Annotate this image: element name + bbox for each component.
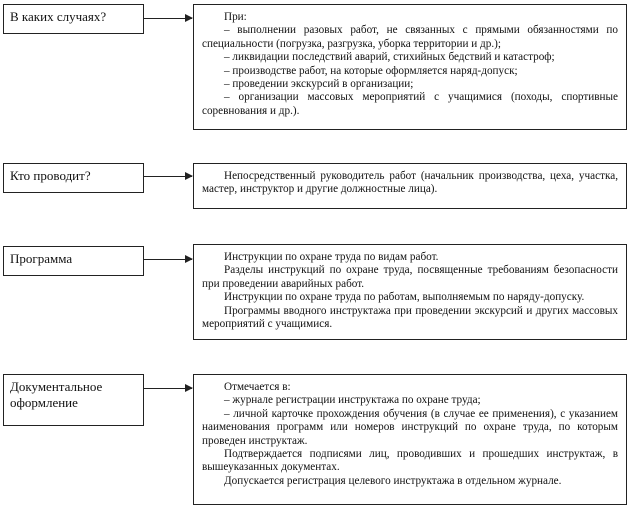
arrow-program (144, 255, 193, 263)
content-line: Разделы инструкций по охране труда, посв… (202, 264, 618, 290)
label-text: Документальное оформление (10, 379, 103, 410)
content-line: – личной карточке прохождения обучения (… (202, 407, 618, 447)
content-line: – организации массовых мероприятий с уча… (202, 91, 618, 117)
content-line: Допускается регистрация целевого инструк… (224, 474, 562, 487)
content-line: – журнале регистрации инструктажа по охр… (224, 394, 481, 407)
content-line: – проведении экскурсий в организации; (224, 78, 414, 91)
content-line: Подтверждается подписями лиц, проводивши… (202, 448, 618, 474)
content-box-program: Инструкции по охране труда по видам рабо… (193, 244, 627, 340)
content-line: – ликвидации последствий аварий, стихийн… (224, 51, 555, 64)
content-line: Отмечается в: (224, 381, 291, 393)
content-line: Программы вводного инструктажа при прове… (202, 304, 618, 331)
label-box-cases: В каких случаях? (3, 4, 144, 34)
content-box-documentation: Отмечается в: – журнале регистрации инст… (193, 374, 627, 505)
label-box-program: Программа (3, 246, 144, 276)
label-text: Кто проводит? (10, 168, 91, 183)
arrow-cases (144, 14, 193, 22)
label-box-documentation: Документальное оформление (3, 374, 144, 426)
content-line: При: (224, 11, 247, 23)
content-line: – производстве работ, на которые оформля… (224, 64, 518, 77)
content-line: Инструкции по охране труда по видам рабо… (224, 251, 439, 263)
arrow-who (144, 172, 193, 180)
content-line: Инструкции по охране труда по работам, в… (224, 291, 585, 304)
content-box-cases: При: – выполнении разовых работ, не связ… (193, 4, 627, 130)
content-line: – выполнении разовых работ, не связанных… (202, 24, 618, 50)
label-text: Программа (10, 251, 73, 266)
content-line: Непосредственный руководитель работ (нач… (202, 170, 618, 196)
label-box-who: Кто проводит? (3, 163, 144, 193)
arrow-documentation (144, 384, 193, 392)
content-box-who: Непосредственный руководитель работ (нач… (193, 163, 627, 209)
label-text: В каких случаях? (10, 9, 107, 24)
